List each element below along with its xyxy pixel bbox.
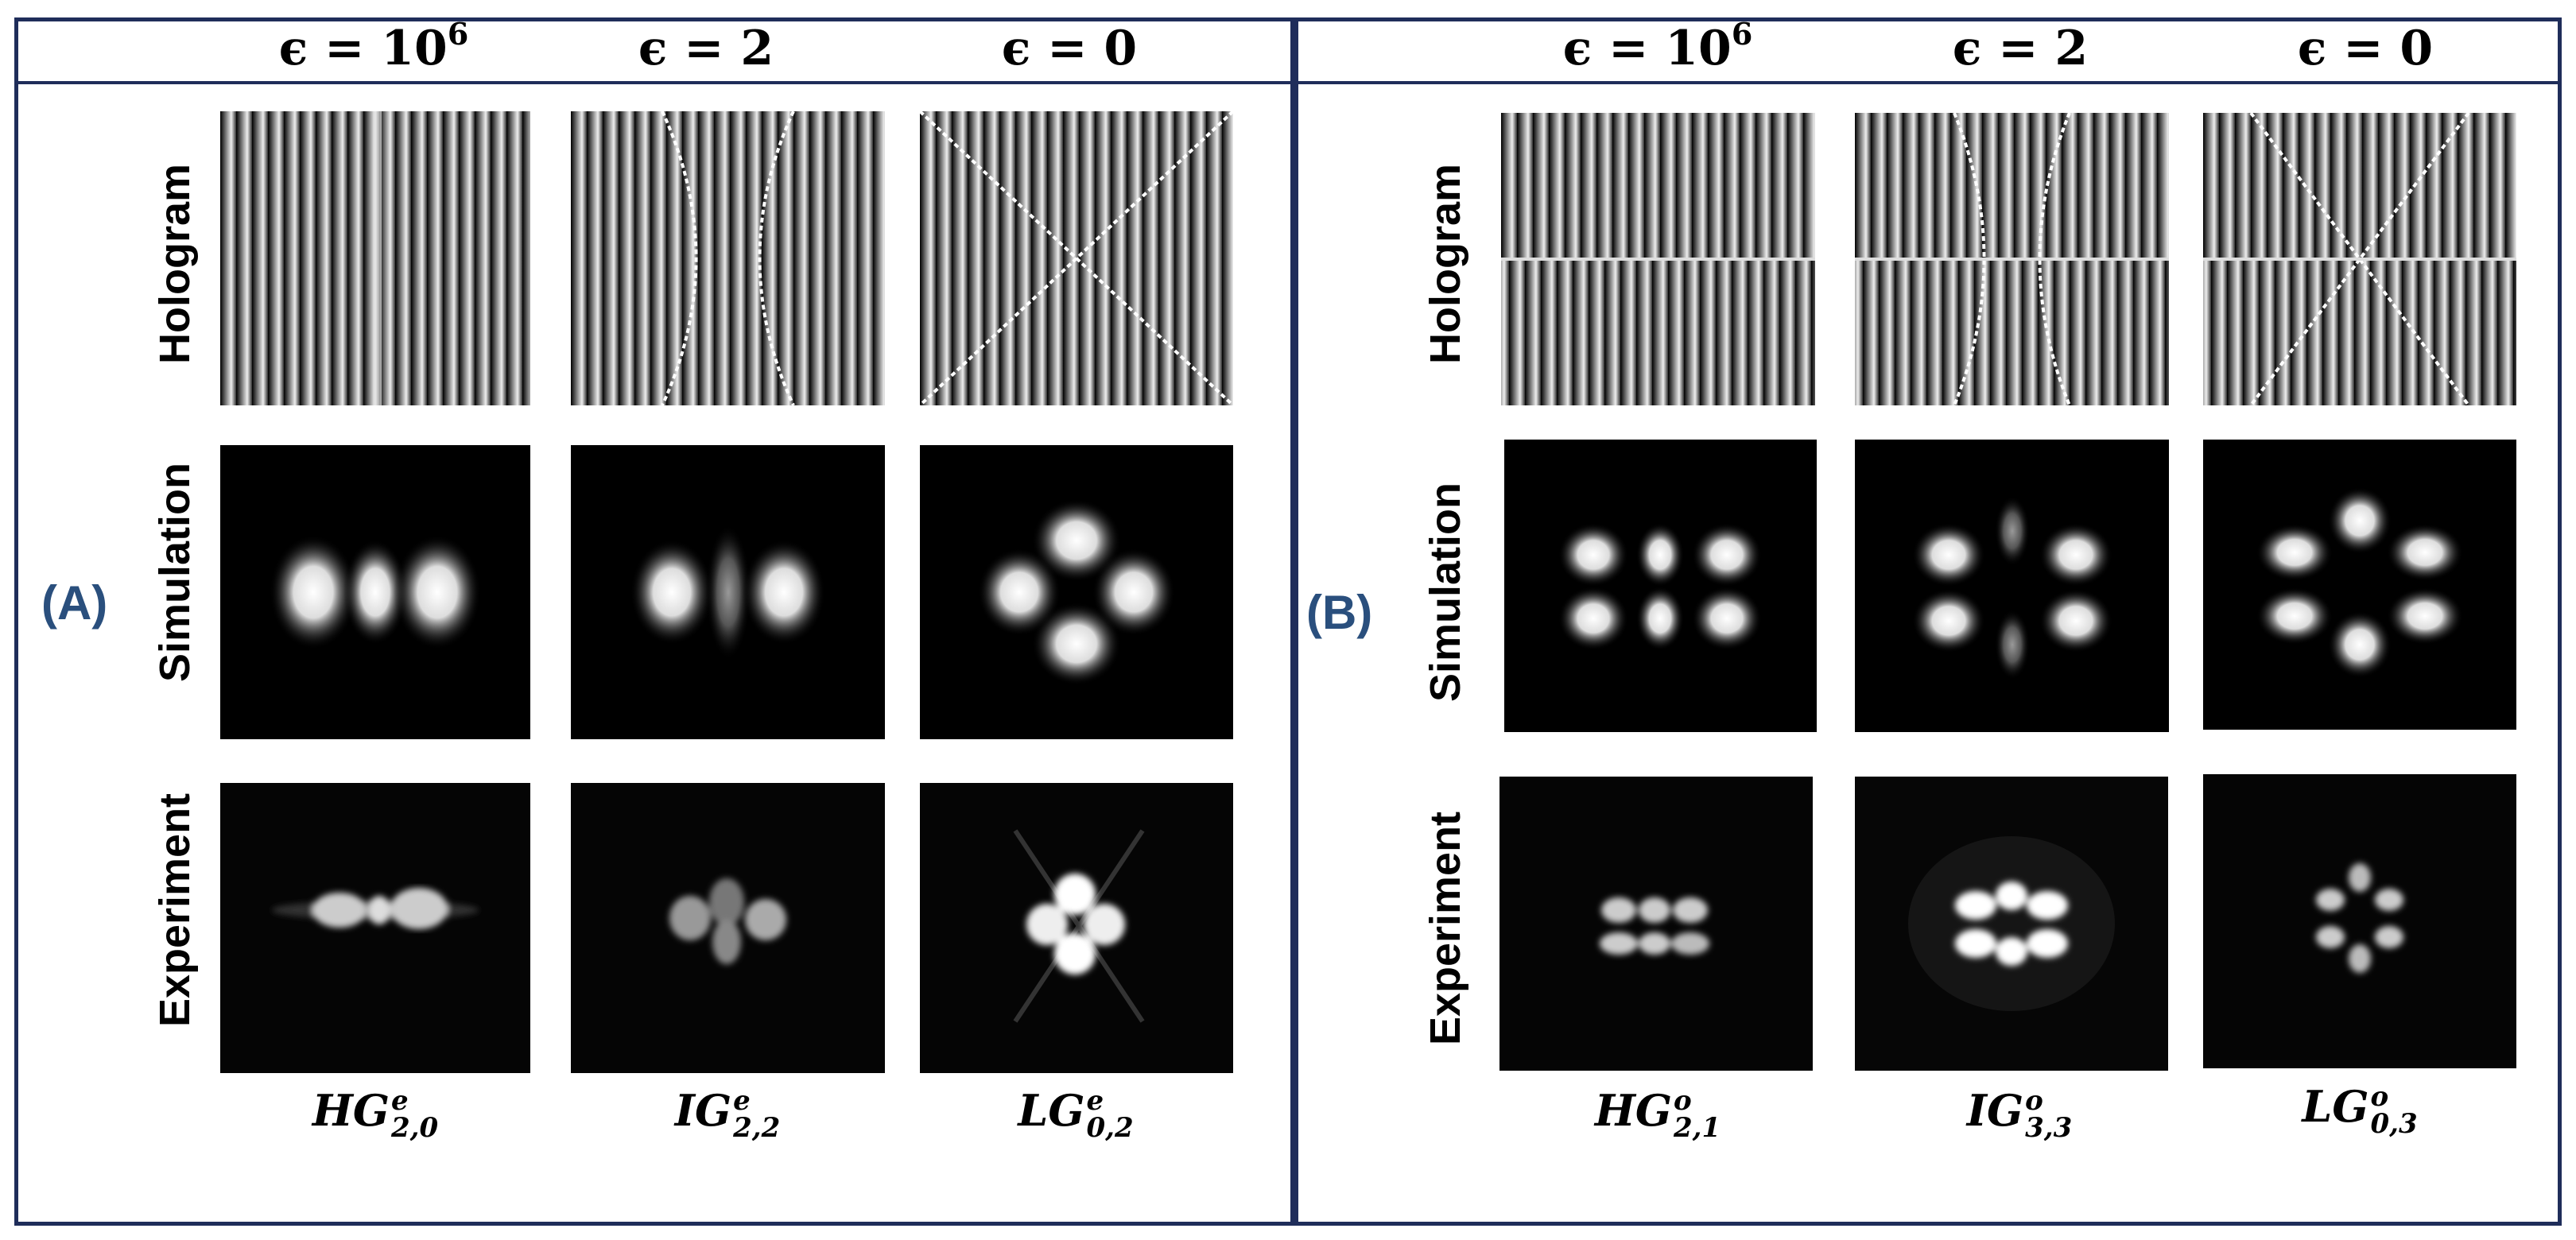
epsilon-header: ϵ = 0 — [1001, 21, 1138, 76]
row-label-experiment: Experiment — [151, 792, 199, 1028]
experiment-image — [920, 783, 1233, 1073]
simulation-image — [920, 445, 1233, 739]
hologram-image — [571, 111, 885, 405]
hologram-image — [220, 111, 530, 405]
simulation-image — [571, 445, 885, 739]
experiment-image — [1855, 777, 2168, 1071]
panel-a-label: (A) — [41, 576, 108, 630]
simulation-image — [2203, 440, 2516, 730]
row-label-hologram: Hologram — [151, 163, 199, 365]
epsilon-header: ϵ = 0 — [2297, 21, 2434, 76]
epsilon-header: ϵ = 106 — [1562, 16, 1753, 76]
hologram-image — [2203, 113, 2516, 405]
epsilon-header: ϵ = 2 — [638, 21, 774, 76]
hologram-image — [1501, 113, 1815, 405]
panel-a-frame — [14, 17, 1294, 1226]
row-label-simulation: Simulation — [151, 462, 199, 683]
epsilon-header: ϵ = 2 — [1952, 21, 2089, 76]
experiment-image — [571, 783, 885, 1073]
header-divider-a — [14, 81, 1294, 84]
experiment-image — [2203, 774, 2516, 1068]
experiment-image — [220, 783, 530, 1073]
row-label-hologram: Hologram — [1422, 163, 1469, 365]
panel-b-label: (B) — [1306, 586, 1373, 639]
simulation-image — [1504, 440, 1817, 732]
experiment-image — [1499, 777, 1813, 1071]
row-label-experiment: Experiment — [1422, 811, 1469, 1046]
hologram-image — [920, 111, 1233, 405]
hologram-image — [1855, 113, 2169, 405]
simulation-image — [220, 445, 530, 739]
row-label-simulation: Simulation — [1422, 482, 1469, 703]
header-divider-b — [1294, 81, 2562, 84]
simulation-image — [1855, 440, 2169, 732]
panel-b-frame — [1294, 17, 2562, 1226]
epsilon-header: ϵ = 106 — [278, 16, 469, 76]
